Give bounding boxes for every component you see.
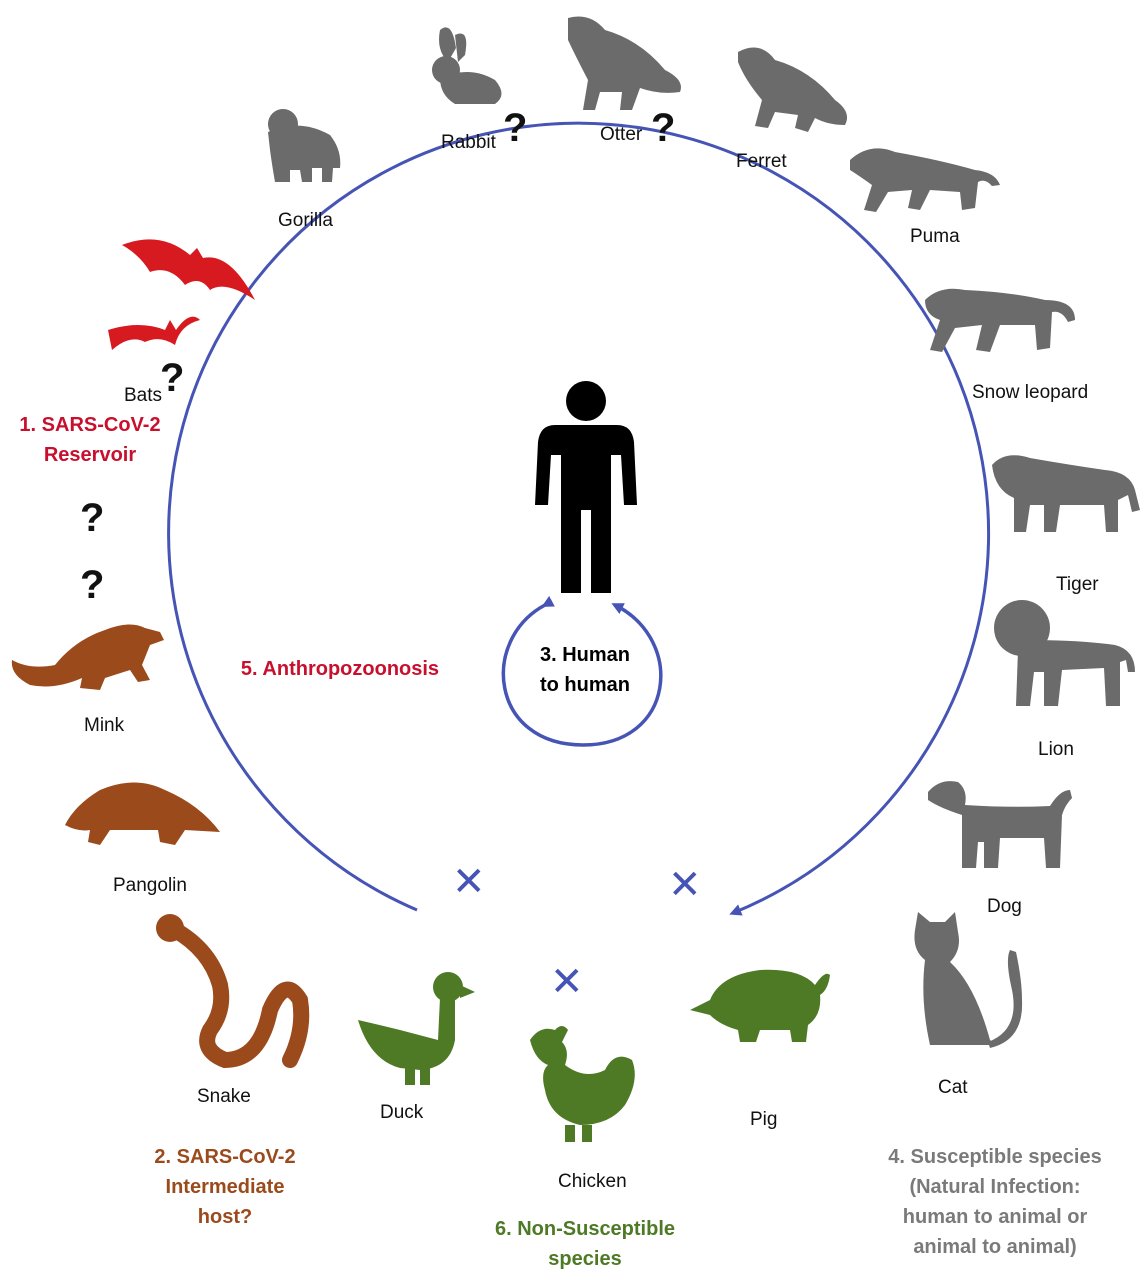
pangolin-icon	[65, 783, 220, 846]
label-pangolin: Pangolin	[113, 875, 187, 897]
reservoir-caption: 1. SARS-CoV-2 Reservoir	[10, 410, 170, 470]
susceptible-caption-line3: human to animal or	[862, 1202, 1128, 1232]
cross-mark: ✕	[550, 962, 584, 1002]
reservoir-caption-line1: 1. SARS-CoV-2	[10, 410, 170, 440]
lion-icon	[994, 600, 1135, 706]
susceptible-caption: 4. Susceptible species (Natural Infectio…	[862, 1142, 1128, 1262]
label-chicken: Chicken	[558, 1171, 627, 1193]
non-susceptible-caption-line1: 6. Non-Susceptible	[475, 1214, 695, 1244]
label-snake: Snake	[197, 1086, 251, 1108]
question-mark: ?	[160, 358, 184, 398]
label-rabbit: Rabbit	[441, 132, 496, 154]
question-mark: ?	[80, 565, 104, 605]
reservoir-caption-line2: Reservoir	[10, 440, 170, 470]
anthropozoonosis-caption: 5. Anthropozoonosis	[225, 654, 455, 684]
puma-icon	[850, 148, 1000, 212]
label-mink: Mink	[84, 715, 124, 737]
cross-mark: ✕	[452, 862, 486, 902]
label-duck: Duck	[380, 1102, 423, 1124]
intermediate-caption-line1: 2. SARS-CoV-2	[130, 1142, 320, 1172]
label-cat: Cat	[938, 1077, 968, 1099]
label-snow-leopard: Snow leopard	[972, 382, 1088, 404]
mink-icon	[12, 624, 164, 690]
snow-leopard-icon	[925, 289, 1075, 352]
intermediate-caption-line2: Intermediate	[130, 1172, 320, 1202]
label-pig: Pig	[750, 1109, 777, 1131]
duck-icon	[358, 972, 475, 1085]
susceptible-caption-line1: 4. Susceptible species	[862, 1142, 1128, 1172]
susceptible-caption-line4: animal to animal)	[862, 1232, 1128, 1262]
question-mark: ?	[503, 108, 527, 148]
label-puma: Puma	[910, 226, 960, 248]
cat-icon	[914, 912, 1022, 1048]
human-caption-line2: to human	[515, 670, 655, 700]
chicken-icon	[530, 1026, 635, 1142]
human-caption-line1: 3. Human	[515, 640, 655, 670]
rabbit-icon	[432, 27, 502, 104]
bat-icon	[108, 239, 255, 350]
otter-icon	[568, 17, 681, 111]
ferret-icon	[738, 48, 847, 133]
tiger-icon	[992, 455, 1140, 532]
label-otter: Otter	[600, 124, 642, 146]
gorilla-icon	[268, 109, 340, 182]
dog-icon	[928, 781, 1072, 868]
intermediate-caption-line3: host?	[130, 1202, 320, 1232]
susceptible-caption-line2: (Natural Infection:	[862, 1172, 1128, 1202]
question-mark: ?	[80, 498, 104, 538]
label-ferret: Ferret	[736, 151, 787, 173]
intermediate-caption: 2. SARS-CoV-2 Intermediate host?	[130, 1142, 320, 1232]
question-mark: ?	[651, 108, 675, 148]
label-bats: Bats	[124, 385, 162, 407]
cross-mark: ✕	[668, 865, 702, 905]
label-tiger: Tiger	[1056, 574, 1099, 596]
label-lion: Lion	[1038, 739, 1074, 761]
label-gorilla: Gorilla	[278, 210, 333, 232]
human-to-human-caption: 3. Human to human	[515, 640, 655, 700]
label-dog: Dog	[987, 896, 1022, 918]
pig-icon	[690, 970, 830, 1042]
snake-icon	[175, 930, 301, 1060]
non-susceptible-caption: 6. Non-Susceptible species	[475, 1214, 695, 1274]
non-susceptible-caption-line2: species	[475, 1244, 695, 1274]
